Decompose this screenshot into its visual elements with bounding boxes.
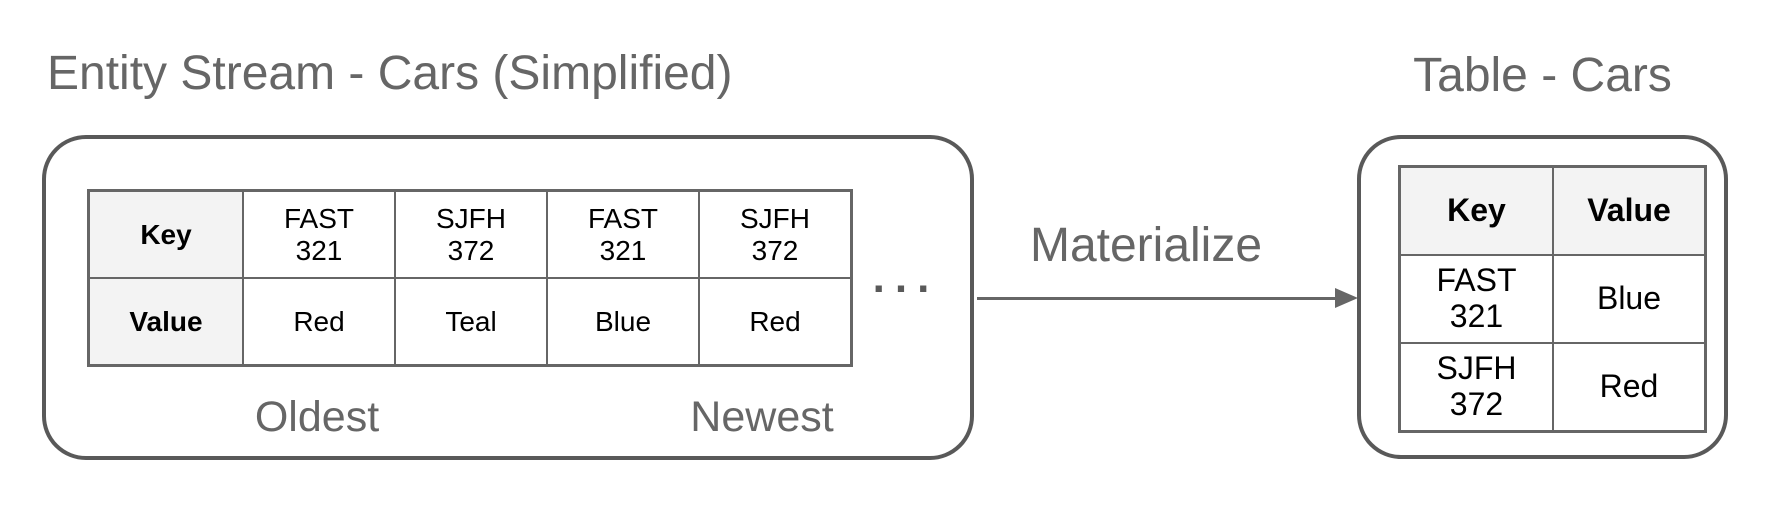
table-column-header-1: Value [1553, 167, 1705, 255]
stream-key-cell-3: SJFH 372 [699, 191, 851, 278]
stream-value-cell-0: Red [243, 278, 395, 365]
stream-key-cell-0: FAST 321 [243, 191, 395, 278]
entity-stream-title: Entity Stream - Cars (Simplified) [47, 47, 733, 100]
table-key-cell-0: FAST 321 [1400, 255, 1553, 343]
oldest-label: Oldest [254, 393, 380, 441]
stream-key-row-header: Key [89, 191, 243, 278]
table-column-header-0: Key [1400, 167, 1553, 255]
stream-value-row-header: Value [89, 278, 243, 365]
table-cars-title: Table - Cars [1413, 49, 1672, 102]
materialize-arrow-head-icon [1335, 287, 1358, 308]
stream-key-cell-2: FAST 321 [547, 191, 699, 278]
materialize-arrow-line [977, 296, 1337, 300]
table-key-cell-1: SJFH 372 [1400, 343, 1553, 431]
stream-key-cell-1: SJFH 372 [395, 191, 547, 278]
newest-label: Newest [690, 393, 834, 441]
materialize-label: Materialize [1029, 219, 1263, 272]
stream-value-cell-3: Red [699, 278, 851, 365]
table-value-cell-1: Red [1553, 343, 1705, 431]
stream-value-cell-2: Blue [547, 278, 699, 365]
stream-value-cell-1: Teal [395, 278, 547, 365]
table-value-cell-0: Blue [1553, 255, 1705, 343]
stream-continues-ellipsis: ... [872, 253, 940, 302]
